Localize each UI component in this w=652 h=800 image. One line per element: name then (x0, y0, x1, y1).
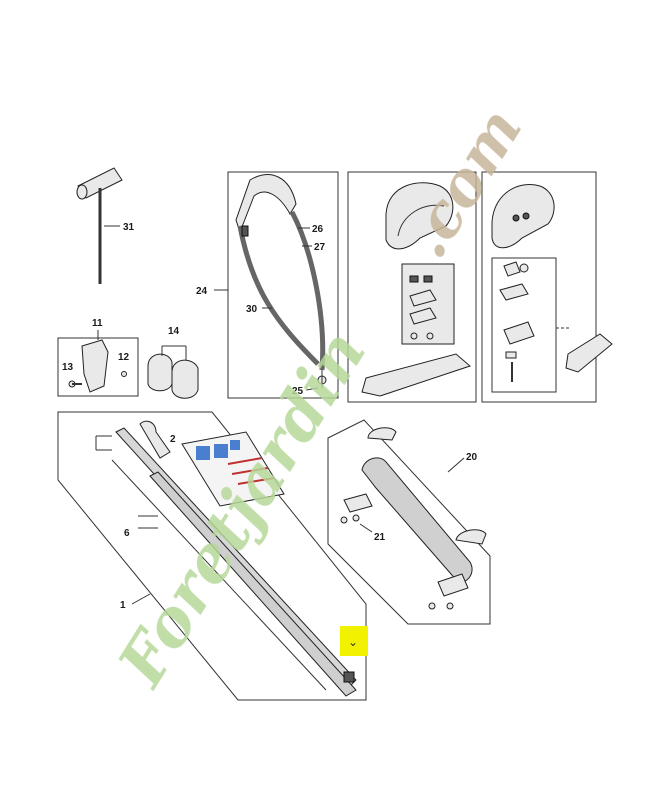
t-wrench-part (76, 167, 123, 284)
label-20: 20 (466, 452, 478, 463)
highlight-marker (340, 626, 368, 656)
watermark-logo: Foretjardin .com (103, 96, 536, 700)
label-31: 31 (123, 222, 135, 233)
loop-handle-part-right (491, 184, 613, 393)
svg-text:Foretjardin: Foretjardin (103, 317, 381, 700)
shoulder-strap-part (235, 174, 327, 388)
label-12: 12 (118, 352, 130, 363)
loop-handle-box-right (481, 171, 597, 403)
rear-grip-part (68, 339, 127, 393)
label-1: 1 (120, 600, 126, 611)
label-6: 6 (124, 528, 130, 539)
label-14: 14 (168, 326, 180, 337)
clamp-pair-part (147, 345, 199, 399)
front-grip-part (340, 427, 487, 610)
front-grip-box (327, 419, 491, 625)
label-25: 25 (292, 386, 304, 397)
label-24: 24 (196, 286, 208, 297)
loop-handle-part-left (361, 182, 471, 397)
chevron-down-icon: ⌄ (348, 635, 358, 649)
label-27: 27 (314, 242, 326, 253)
manual-sheet-part (181, 431, 285, 507)
label-11: 11 (92, 318, 103, 329)
label-30: 30 (246, 304, 258, 315)
label-21: 21 (374, 532, 386, 543)
shaft-box (57, 411, 367, 701)
strap-box (227, 171, 339, 399)
label-13: 13 (62, 362, 74, 373)
loop-handle-box-left (347, 171, 477, 403)
label-2: 2 (170, 434, 176, 445)
label-26: 26 (312, 224, 324, 235)
shaft-part (111, 420, 357, 697)
